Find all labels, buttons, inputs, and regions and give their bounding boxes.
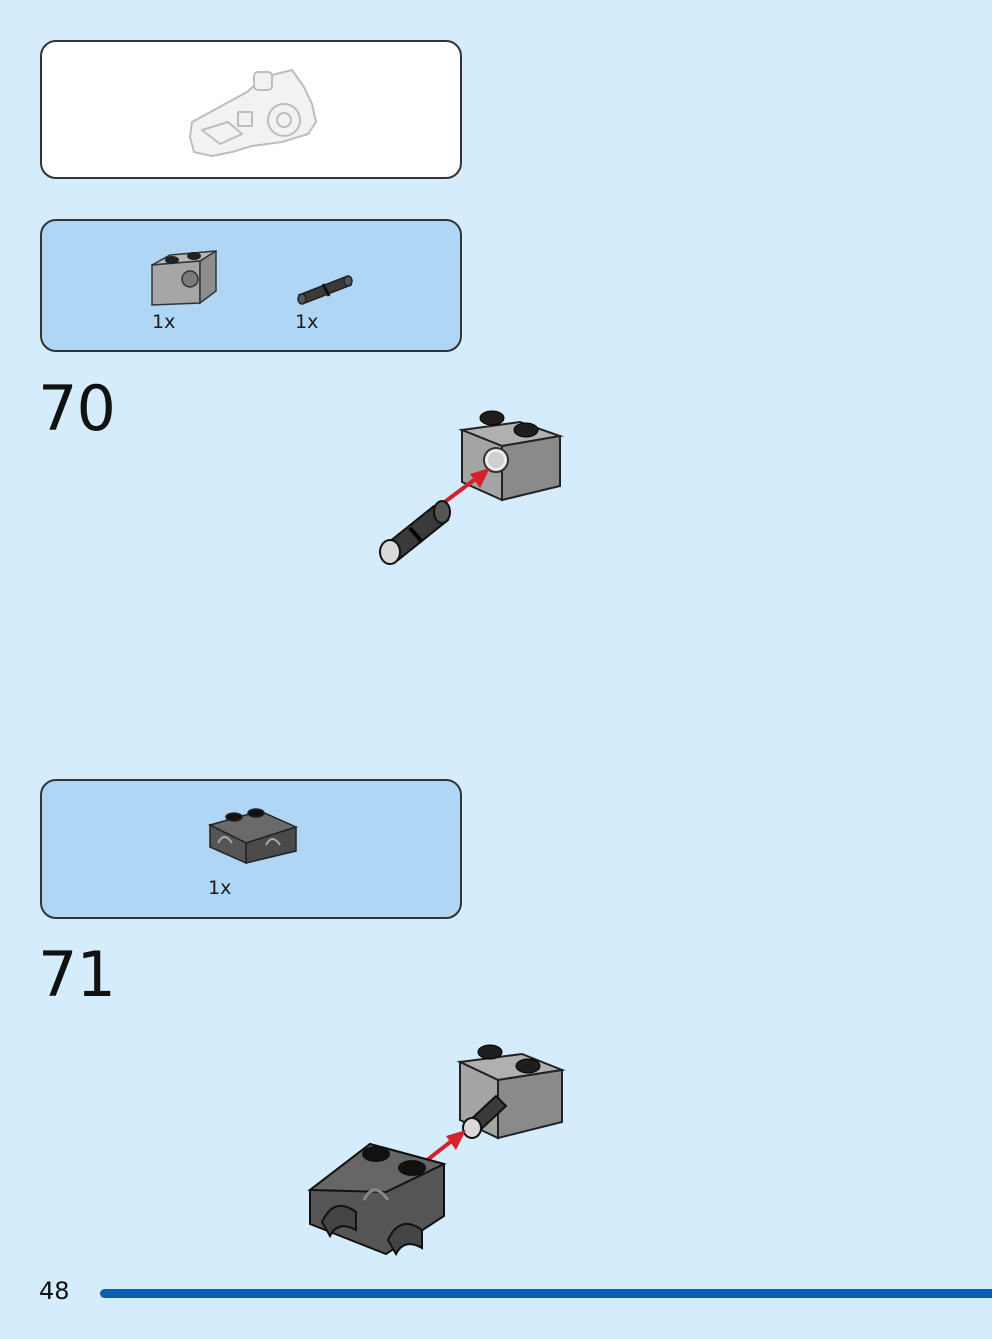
part-qty: 1x — [295, 311, 319, 333]
friction-pin-icon — [297, 275, 353, 305]
step-70-assembly-illustration — [379, 410, 564, 565]
steering-knuckle-icon — [207, 808, 299, 865]
part-qty: 1x — [208, 877, 232, 899]
page-progress-bar — [100, 1289, 992, 1298]
step-71-assembly-illustration — [307, 1044, 566, 1257]
model-preview-image — [189, 69, 317, 157]
step-number: 70 — [38, 372, 116, 445]
model-preview-panel — [40, 40, 462, 179]
page-number: 48 — [39, 1277, 70, 1305]
parts-list-step-70: 1x 1x — [40, 219, 462, 352]
step-number: 71 — [38, 938, 116, 1011]
parts-list-step-71: 1x — [40, 779, 462, 919]
technic-brick-1x2-icon — [151, 249, 217, 306]
part-qty: 1x — [152, 311, 176, 333]
